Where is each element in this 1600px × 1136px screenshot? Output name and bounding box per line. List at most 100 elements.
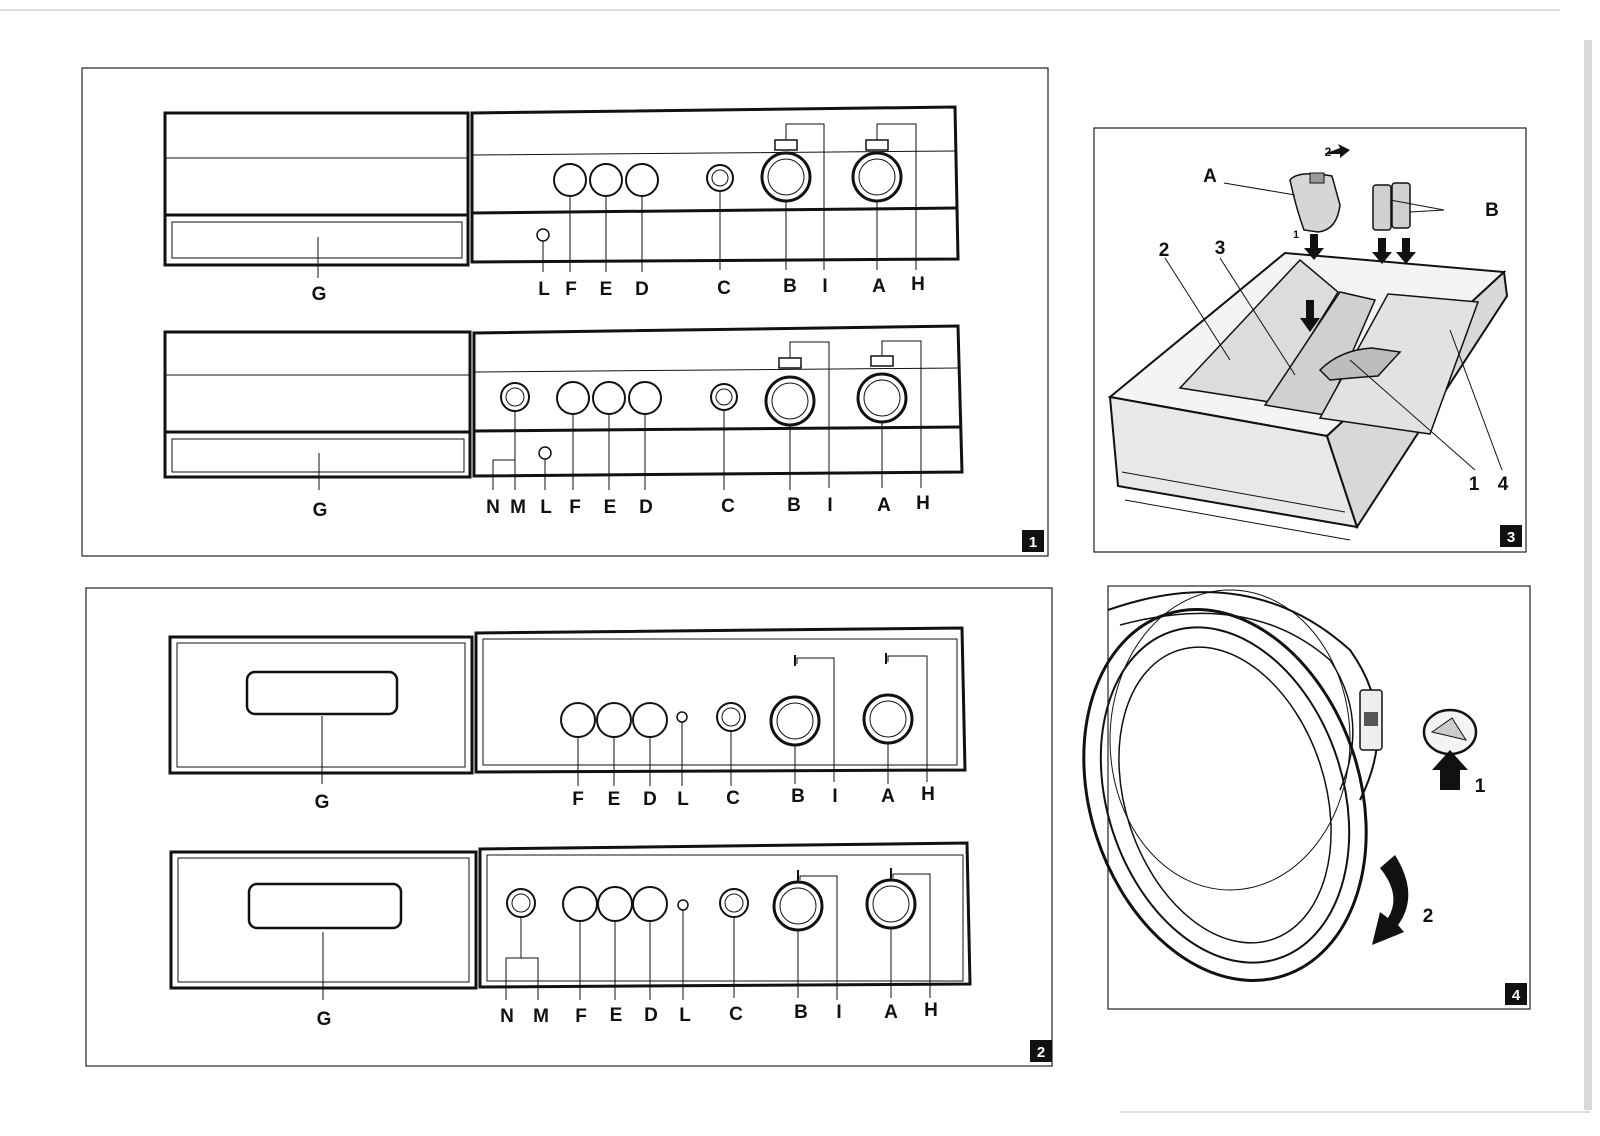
drawer-handle — [171, 221, 463, 259]
knob-a — [862, 693, 914, 745]
knob-c — [706, 164, 734, 192]
insert-a — [1289, 173, 1341, 233]
figure-4-door: 4 1 2 — [1082, 585, 1531, 1010]
label-a: A — [872, 276, 886, 297]
label-d: D — [643, 789, 657, 810]
label-i: I — [827, 495, 832, 516]
arrow-open — [1372, 855, 1409, 945]
button-d — [632, 702, 668, 738]
control-panel-2a: G F E D L C B I A H — [168, 626, 967, 813]
figure-4-number: 4 — [1512, 987, 1521, 1004]
label-d: D — [644, 1005, 658, 1026]
label-n: N — [486, 497, 500, 518]
drawer-handle — [245, 670, 399, 716]
control-panel-1b: G N M L F E D C B I A H — [163, 324, 964, 521]
label-b: B — [791, 786, 805, 807]
arrow-number-2: 2 — [1325, 145, 1332, 159]
label-c: C — [717, 278, 731, 299]
label-g: G — [317, 1009, 332, 1030]
label-g: G — [313, 500, 328, 521]
figure-3-frame — [1093, 127, 1527, 553]
label-m: M — [533, 1006, 549, 1027]
drawer-handle — [171, 438, 465, 473]
label-i: I — [822, 276, 827, 297]
knob-a — [865, 878, 917, 930]
label-e: E — [604, 497, 617, 518]
figure-3-detergent-drawer: 3 A B 2 3 1 4 1 2 — [1093, 127, 1527, 553]
label-f: F — [569, 497, 581, 518]
knob-b — [760, 151, 812, 203]
figure-4-badge — [1505, 983, 1527, 1005]
control-fascia — [472, 324, 964, 478]
knob-c — [719, 888, 749, 918]
label-n: N — [500, 1006, 514, 1027]
label-l: L — [679, 1005, 691, 1026]
figure-1-badge — [1022, 530, 1044, 552]
figure-3-number: 3 — [1507, 529, 1515, 546]
label-h: H — [924, 1000, 938, 1021]
drawer-handle — [247, 882, 403, 930]
detergent-drawer — [163, 111, 470, 267]
button-f — [553, 163, 587, 197]
knob-b — [772, 880, 824, 932]
siphon-1 — [1318, 347, 1402, 381]
label-l: L — [677, 789, 689, 810]
knob-m — [506, 888, 536, 918]
label-e: E — [608, 789, 621, 810]
label-b: B — [1485, 200, 1499, 221]
label-h: H — [921, 784, 935, 805]
label-1: 1 — [1469, 474, 1480, 495]
label-g: G — [315, 792, 330, 813]
label-3: 3 — [1215, 238, 1226, 259]
button-e — [596, 702, 632, 738]
control-panel-2b: G N M F E D L C B I A H — [169, 841, 972, 1030]
button-d — [632, 886, 668, 922]
button-d — [625, 163, 659, 197]
control-fascia — [474, 626, 967, 774]
arrow-press — [1432, 750, 1468, 790]
control-fascia — [478, 841, 972, 989]
detergent-drawer — [168, 635, 474, 775]
label-g: G — [312, 284, 327, 305]
arrow-number-1: 1 — [1475, 776, 1486, 797]
button-f — [556, 381, 590, 415]
knob-a — [851, 151, 903, 203]
label-2: 2 — [1159, 240, 1170, 261]
insert-b — [1372, 184, 1392, 231]
figure-2: 2 — [85, 587, 1053, 1067]
label-a: A — [1203, 166, 1217, 187]
knob-m — [500, 382, 530, 412]
button-d — [628, 381, 662, 415]
arrow-number-2: 2 — [1423, 906, 1434, 927]
arrow-number-1: 1 — [1293, 229, 1299, 241]
indicator-l — [677, 899, 689, 911]
figure-3-badge — [1500, 525, 1522, 547]
compartment-2 — [1178, 258, 1339, 403]
label-l: L — [538, 279, 550, 300]
label-c: C — [729, 1004, 743, 1025]
label-l: L — [540, 497, 552, 518]
figure-2-badge — [1030, 1040, 1052, 1062]
figure-1-number: 1 — [1029, 534, 1037, 551]
control-panel-1a: G L F E D C B I A H — [163, 105, 960, 305]
figure-4-frame — [1107, 585, 1531, 1010]
button-e — [589, 163, 623, 197]
label-b: B — [787, 495, 801, 516]
label-i: I — [836, 1002, 841, 1023]
label-m: M — [510, 497, 526, 518]
knob-b — [764, 375, 816, 427]
knob-c — [710, 383, 738, 411]
indicator-l — [536, 228, 550, 242]
indicator-l — [538, 446, 552, 460]
label-a: A — [881, 786, 895, 807]
button-f — [562, 886, 598, 922]
button-e — [597, 886, 633, 922]
label-a: A — [877, 495, 891, 516]
label-i: I — [832, 786, 837, 807]
label-e: E — [600, 279, 613, 300]
label-f: F — [565, 279, 577, 300]
label-b: B — [794, 1002, 808, 1023]
label-e: E — [610, 1005, 623, 1026]
